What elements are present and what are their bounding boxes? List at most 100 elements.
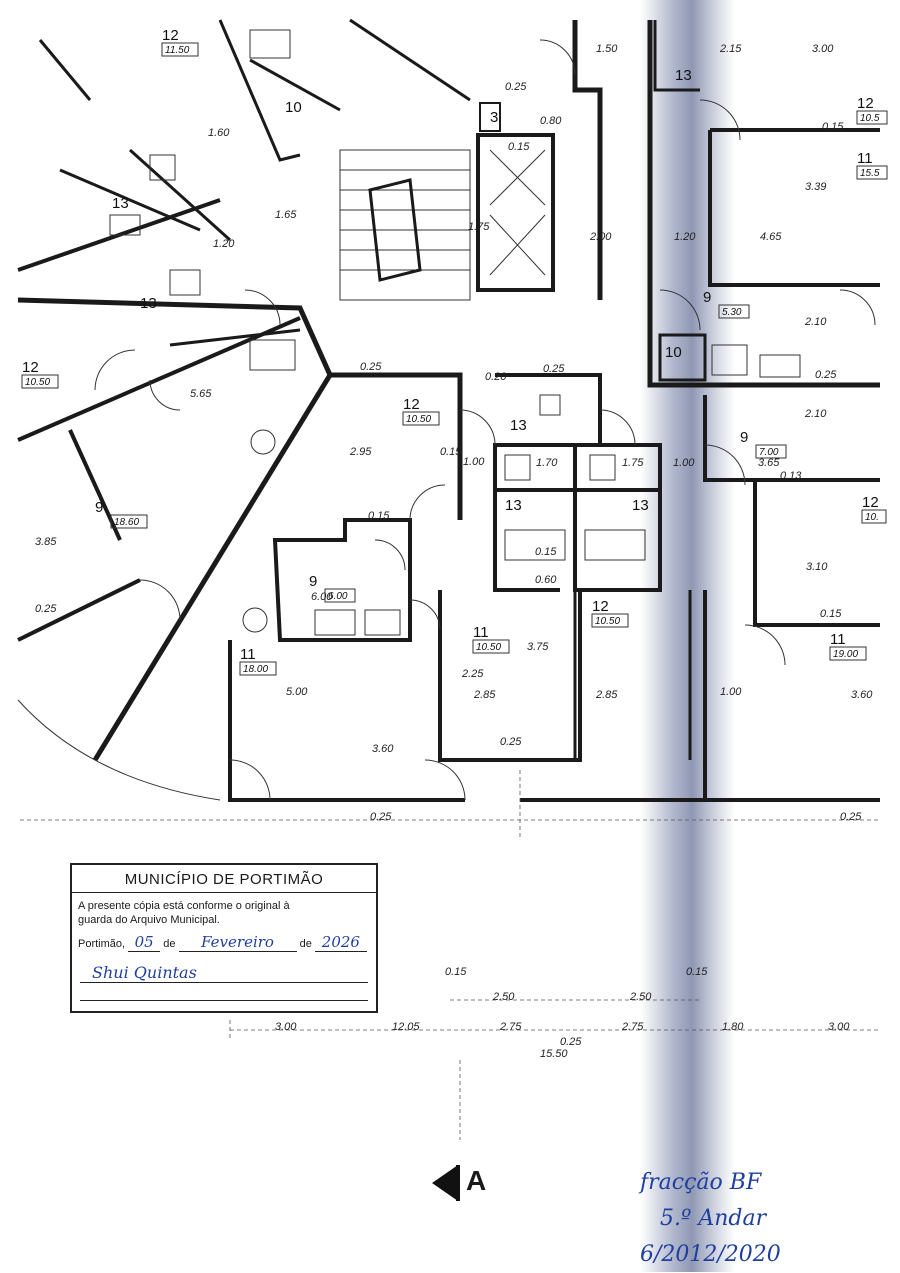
dimension-label: 0.25 [505, 81, 527, 93]
dimension-label: 3.00 [828, 1021, 850, 1033]
room-area: 10.50 [595, 616, 620, 627]
dimension-label: 6.00 [311, 591, 333, 603]
dimension-label: 12.05 [392, 1021, 420, 1033]
room-area-box [718, 304, 750, 319]
room-number: 12 [22, 359, 39, 376]
dimension-label: 3.00 [275, 1021, 297, 1033]
room-area: 10.50 [25, 377, 50, 388]
room-number: 13 [675, 67, 692, 84]
dimension-label: 2.25 [461, 668, 484, 680]
room-number: 11 [830, 631, 846, 648]
note-line2: 5.º Andar [660, 1206, 767, 1231]
scan-shadow [640, 0, 735, 1272]
room-number: 11 [240, 646, 256, 663]
room-number: 12 [592, 598, 609, 615]
dimension-label: 5.65 [190, 388, 212, 400]
dimension-label: 2.10 [804, 408, 827, 420]
dimension-label: 0.15 [368, 510, 390, 522]
dimension-label: 1.70 [536, 457, 558, 469]
dimension-label: 0.25 [500, 736, 522, 748]
room-labels: 1211.501013131210.50918.603131210.51115.… [21, 27, 888, 676]
dimension-label: 3.00 [812, 43, 834, 55]
room-area: 18.60 [114, 517, 139, 528]
room-number: 12 [162, 27, 179, 44]
signature-line [80, 982, 368, 983]
dimension-label: 2.85 [473, 689, 496, 701]
room-area-box [755, 444, 787, 459]
dimension-label: 3.60 [851, 689, 873, 701]
room-area-box [472, 639, 510, 654]
room-number: 12 [403, 396, 420, 413]
room-area-box [324, 588, 356, 603]
dimension-label: 0.13 [780, 470, 802, 482]
fixtures [109, 29, 801, 636]
room-area-box [591, 613, 629, 628]
note-line3: 6/2012/2020 [640, 1242, 781, 1267]
dimension-label: 2.00 [589, 231, 612, 243]
room-area: 5.30 [722, 307, 742, 318]
dimension-label: 2.75 [499, 1021, 522, 1033]
dimension-label: 0.25 [543, 363, 565, 375]
room-number: 13 [505, 497, 522, 514]
room-area-box [856, 165, 888, 180]
room-area: 10. [865, 512, 879, 523]
section-bar [456, 1165, 460, 1201]
dimension-label: 3.85 [35, 536, 57, 548]
stamp-date: Portimão, 05 de Fevereiro de 2026 [72, 927, 376, 952]
dimension-label: 3.10 [806, 561, 828, 573]
section-arrow-icon [432, 1165, 458, 1201]
room-area-box [161, 42, 199, 57]
dimension-label: 1.80 [722, 1021, 744, 1033]
dimension-label: 15.50 [540, 1048, 568, 1060]
stamp-year: 2026 [314, 933, 367, 952]
dimension-label: 1.20 [674, 231, 696, 243]
room-number: 3 [490, 109, 498, 126]
dimension-lines [20, 770, 880, 1140]
room-area-box [861, 509, 887, 524]
note-line1: fracção BF [640, 1170, 762, 1195]
stamp-text-line1: A presente cópia está conforme o origina… [78, 900, 290, 912]
dimension-label: 0.80 [540, 115, 562, 127]
dimension-label: 1.75 [468, 221, 490, 233]
dimension-label: 3.39 [805, 181, 826, 193]
room-number: 10 [285, 99, 302, 116]
room-area: 18.00 [243, 664, 268, 675]
stamp-text: A presente cópia está conforme o origina… [72, 893, 376, 927]
dimension-label: 4.65 [760, 231, 782, 243]
signature-line-2 [80, 1000, 368, 1001]
archive-certification-stamp: MUNICÍPIO DE PORTIMÃO A presente cópia e… [70, 863, 378, 1013]
room-area: 10.50 [406, 414, 431, 425]
dimension-label: 1.65 [275, 209, 297, 221]
dimension-label: 1.75 [622, 457, 644, 469]
room-area: 6.00 [328, 591, 348, 602]
room-area: 15.5 [860, 168, 880, 179]
room-area: 10.50 [476, 642, 501, 653]
stamp-month: Fevereiro [178, 933, 297, 952]
dimension-label: 1.00 [720, 686, 742, 698]
room-number: 9 [703, 289, 711, 306]
dimension-label: 2.85 [595, 689, 618, 701]
room-number: 10 [665, 344, 682, 361]
dimension-label: 1.00 [463, 456, 485, 468]
door-swings [94, 39, 876, 801]
room-number: 13 [112, 195, 129, 212]
dimension-label: 2.10 [804, 316, 827, 328]
room-area: 7.00 [759, 447, 779, 458]
dimension-label: 0.25 [840, 811, 862, 823]
dimension-label: 3.60 [372, 743, 394, 755]
dimension-label: 1.60 [208, 127, 230, 139]
room-number: 9 [95, 499, 103, 516]
room-area-box [21, 374, 59, 389]
stamp-day: 05 [128, 933, 161, 952]
stamp-divider [72, 892, 376, 893]
walls [17, 18, 880, 802]
section-marker: A [432, 1163, 502, 1203]
dimension-label: 0.25 [360, 361, 382, 373]
dimension-label: 0.25 [560, 1036, 582, 1048]
room-number: 9 [309, 573, 317, 590]
room-area-box [402, 411, 440, 426]
room-number: 11 [857, 150, 873, 167]
dimension-label: 0.60 [535, 574, 557, 586]
